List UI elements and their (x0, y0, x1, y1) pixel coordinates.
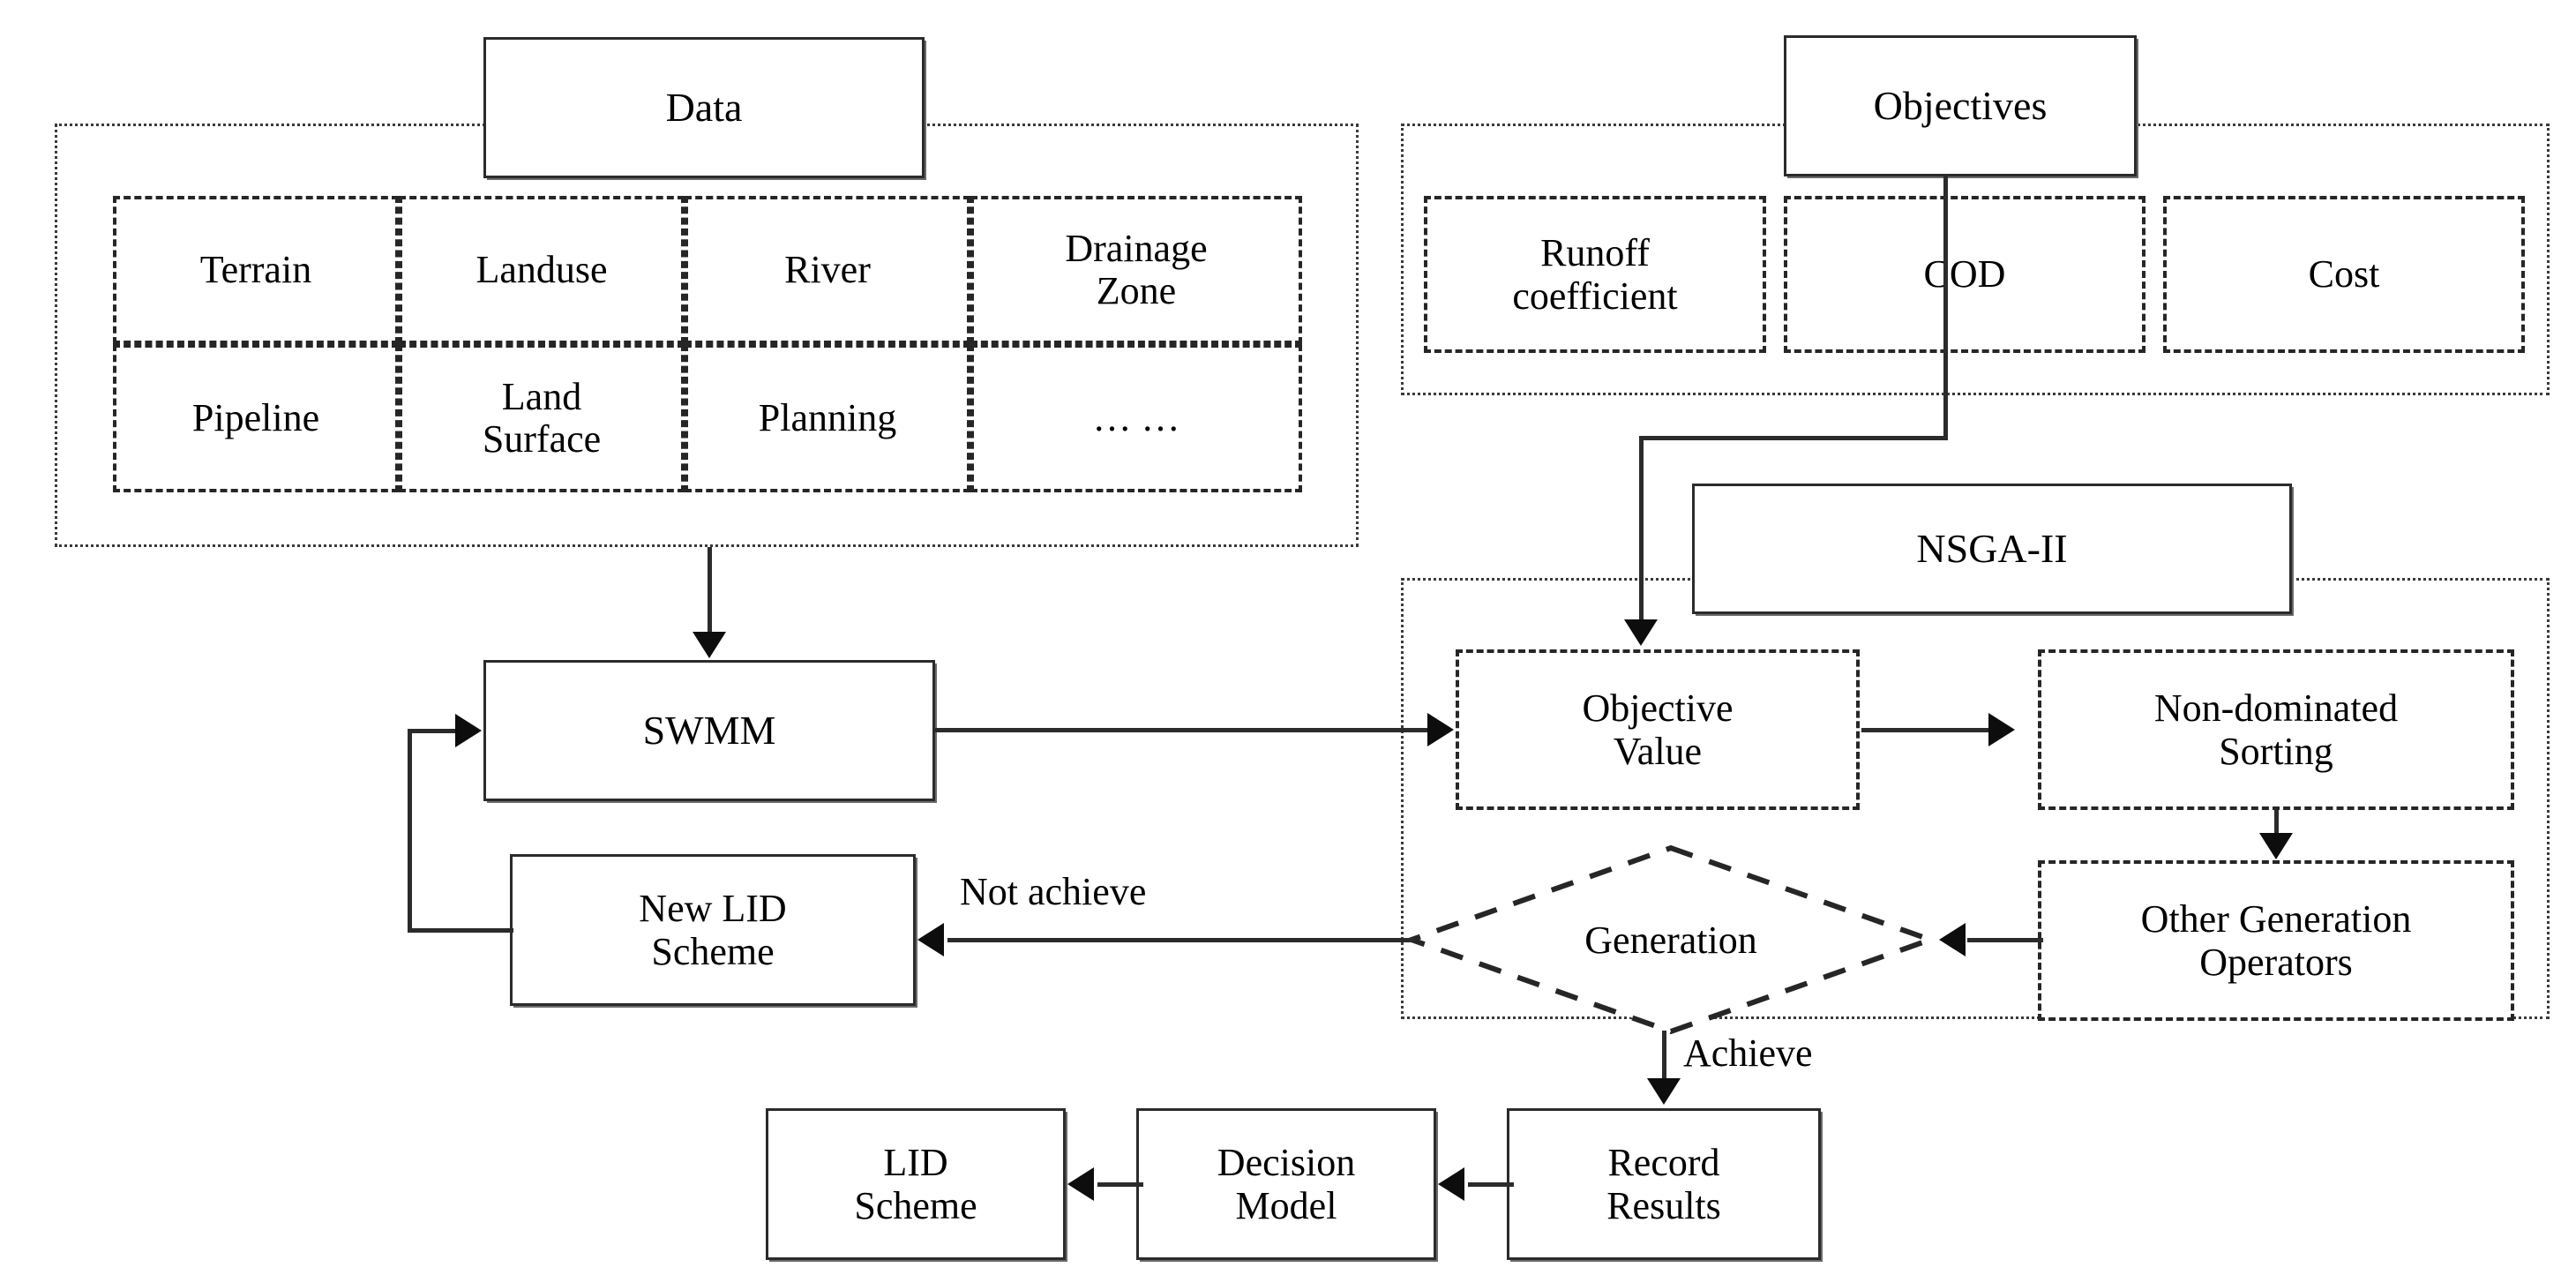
data-cell-planning: Planning (685, 344, 970, 492)
non-dominated-sorting-box: Non-dominated Sorting (2038, 649, 2514, 810)
connector-decision-to-lid-scheme (1097, 1182, 1143, 1187)
data-cell-drainage-zone: Drainage Zone (970, 196, 1302, 344)
data-cell-label: Pipeline (191, 395, 320, 439)
connector-data-to-swmm (708, 547, 712, 634)
arrowhead-sorting-to-operators (2259, 833, 2293, 859)
arrowhead-new-lid-to-swmm (455, 714, 482, 747)
achieve-label: Achieve (1683, 1031, 1813, 1075)
arrowhead-generation-to-new-lid-scheme (917, 923, 944, 956)
connector-objective-value-to-sorting (1861, 728, 1992, 732)
non-dominated-sorting-label: Non-dominated Sorting (2153, 686, 2399, 773)
swmm-box: SWMM (483, 660, 935, 801)
data-header-label: Data (665, 85, 743, 131)
objective-value-label: Objective Value (1582, 686, 1734, 773)
arrowhead-swmm-to-objective-value (1427, 713, 1454, 746)
connector-new-lid-left (408, 928, 513, 933)
other-generation-operators-label: Other Generation Operators (2140, 896, 2412, 984)
data-cell-land-surface: Land Surface (399, 344, 685, 492)
data-cell-label: River (784, 247, 871, 291)
not-achieve-label: Not achieve (960, 870, 1147, 913)
objective-value-box: Objective Value (1456, 649, 1860, 810)
arrowhead-decision-to-lid-scheme (1067, 1167, 1094, 1201)
connector-objectives-down (1943, 176, 1948, 439)
data-cell-ellipsis: … … (970, 344, 1302, 492)
lid-scheme-box: LID Scheme (766, 1108, 1066, 1260)
objective-cell-runoff-coefficient: Runoff coefficient (1424, 196, 1766, 353)
new-lid-scheme-box: New LID Scheme (510, 854, 916, 1006)
decision-model-box: Decision Model (1136, 1108, 1436, 1260)
generation-decision-diamond: Generation (1404, 843, 1938, 1037)
connector-new-lid-to-swmm (408, 729, 459, 733)
arrowhead-operators-to-generation (1939, 923, 1966, 956)
connector-generation-to-record-results (1662, 1031, 1666, 1082)
data-header-box: Data (483, 37, 925, 178)
arrowhead-objectives-to-objective-value (1624, 619, 1658, 646)
data-cell-label: Planning (758, 395, 897, 439)
objective-cell-label: Runoff coefficient (1512, 230, 1678, 318)
objectives-header-label: Objectives (1873, 83, 2048, 129)
edge-label-not-achieve: Not achieve (960, 869, 1146, 914)
data-cell-pipeline: Pipeline (113, 344, 399, 492)
swmm-label: SWMM (642, 708, 776, 754)
nsga-header-label: NSGA-II (1916, 526, 2068, 572)
connector-objectives-to-objective-value (1639, 436, 1644, 623)
connector-record-to-decision (1468, 1182, 1514, 1187)
data-cell-label: Land Surface (482, 374, 602, 461)
record-results-box: Record Results (1507, 1108, 1821, 1260)
connector-sorting-to-operators (2274, 810, 2279, 838)
connector-objectives-left (1639, 436, 1948, 440)
data-cell-landuse: Landuse (399, 196, 685, 344)
connector-operators-to-generation (1967, 938, 2043, 942)
other-generation-operators-box: Other Generation Operators (2038, 860, 2514, 1021)
record-results-label: Record Results (1606, 1140, 1721, 1227)
connector-generation-to-new-lid-scheme (947, 938, 1415, 942)
objective-cell-cost: Cost (2163, 196, 2525, 353)
connector-new-lid-up (408, 729, 412, 932)
objective-cell-label: Cost (2308, 252, 2380, 296)
objective-cell-label: COD (1923, 252, 2006, 296)
connector-swmm-to-objective-value (935, 728, 1431, 732)
decision-model-label: Decision Model (1217, 1140, 1356, 1227)
data-cell-terrain: Terrain (113, 196, 399, 344)
arrowhead-data-to-swmm (693, 632, 726, 658)
data-cell-label: Drainage Zone (1065, 226, 1208, 312)
edge-label-achieve: Achieve (1683, 1031, 1813, 1076)
new-lid-scheme-label: New LID Scheme (639, 886, 787, 973)
data-cell-label: … … (1092, 395, 1180, 439)
arrowhead-generation-to-record-results (1647, 1078, 1681, 1105)
data-cell-river: River (685, 196, 970, 344)
objectives-header-box: Objectives (1784, 35, 2137, 176)
data-cell-label: Terrain (199, 247, 312, 291)
nsga-header-box: NSGA-II (1692, 484, 2292, 614)
lid-scheme-label: LID Scheme (854, 1140, 977, 1227)
objective-cell-cod: COD (1784, 196, 2145, 353)
arrowhead-objective-value-to-sorting (1988, 713, 2015, 746)
data-cell-label: Landuse (476, 247, 608, 291)
arrowhead-record-to-decision (1438, 1167, 1464, 1201)
